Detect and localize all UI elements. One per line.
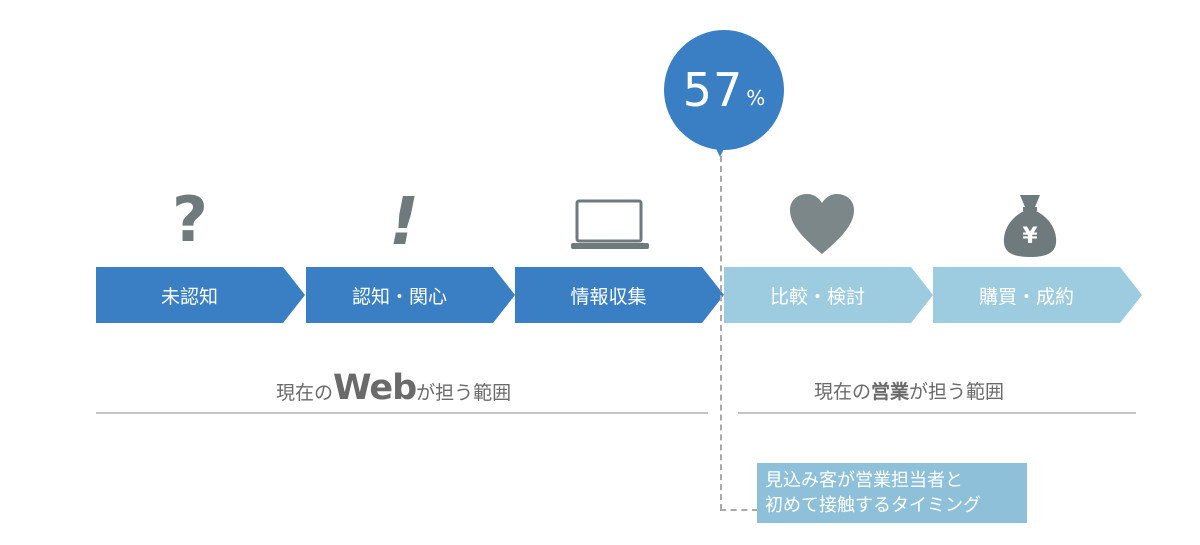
web-scope-label: 現在のWebが担う範囲 xyxy=(276,368,511,408)
timing-connector-line xyxy=(720,509,758,511)
question-mark-icon: ? xyxy=(172,183,208,256)
stage-label: 情報収集 xyxy=(570,285,647,308)
percentage-bubble xyxy=(664,30,784,150)
yen-sign: ¥ xyxy=(1022,224,1038,249)
stage-label: 比較・検討 xyxy=(769,285,865,308)
money-bag-yen-icon: ¥ xyxy=(1003,195,1057,257)
note-line-1: 見込み客が営業担当者と xyxy=(765,470,963,491)
stage-purchase-contract: 購買・成約 xyxy=(933,267,1142,323)
stage-awareness-interest: 認知・関心 xyxy=(306,267,515,323)
note-line-2: 初めて接触するタイミング xyxy=(765,495,981,516)
web-scope-highlight: Web xyxy=(333,368,417,408)
sales-scope-rule xyxy=(738,412,1136,414)
percentage-unit: % xyxy=(746,86,766,110)
sales-scope-prefix: 現在の xyxy=(814,381,872,403)
percentage-value: 57 xyxy=(682,63,744,117)
laptop-icon xyxy=(571,199,649,249)
stage-unaware: 未認知 xyxy=(96,267,305,323)
stage-comparison-review: 比較・検討 xyxy=(724,267,933,323)
timing-marker-line xyxy=(720,156,722,510)
percentage-readout: 57% xyxy=(664,30,784,150)
heart-icon xyxy=(790,194,854,254)
web-scope-prefix: 現在の xyxy=(276,382,334,404)
exclamation-icon: ! xyxy=(388,183,420,260)
stage-label: 購買・成約 xyxy=(978,285,1074,308)
web-scope-rule xyxy=(96,412,708,414)
web-scope-suffix: が担う範囲 xyxy=(416,382,512,404)
stage-label: 未認知 xyxy=(160,285,218,308)
sales-scope-highlight: 営業 xyxy=(871,381,910,403)
stage-label: 認知・関心 xyxy=(351,285,447,308)
sales-scope-suffix: が担う範囲 xyxy=(909,381,1005,403)
sales-scope-label: 現在の営業が担う範囲 xyxy=(814,377,1004,404)
first-contact-note: 見込み客が営業担当者と 初めて接触するタイミング xyxy=(757,463,1027,523)
stage-information-gathering: 情報収集 xyxy=(515,267,724,323)
